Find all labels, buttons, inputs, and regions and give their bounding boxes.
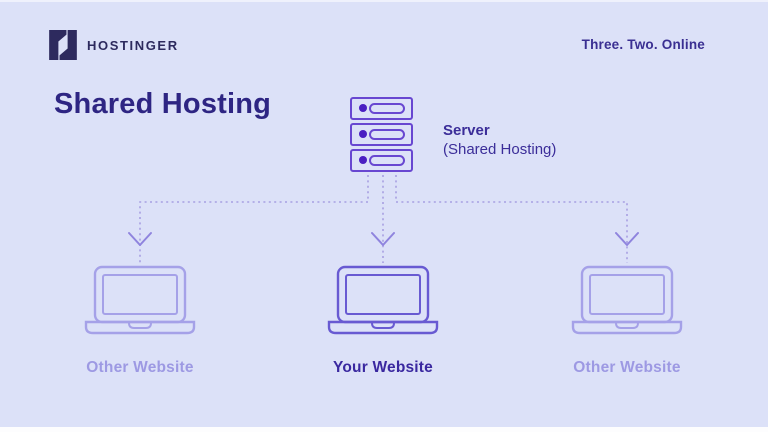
connector-right — [395, 175, 628, 263]
brand-name: HOSTINGER — [87, 37, 179, 53]
server-unit — [350, 97, 413, 120]
hostinger-h-icon — [49, 30, 77, 60]
arrow-down-icon — [371, 232, 395, 246]
server-drive-slot — [369, 129, 405, 140]
brand-tagline: Three. Two. Online — [581, 37, 705, 52]
node-label-other-left: Other Website — [86, 359, 194, 376]
laptop-icon-your-website — [327, 265, 439, 335]
server-unit — [350, 149, 413, 172]
laptop-icon-other-right — [571, 265, 683, 335]
laptop-icon-other-left — [84, 265, 196, 335]
server-led-dot — [359, 156, 367, 164]
server-led-dot — [359, 104, 367, 112]
arrow-down-icon — [615, 232, 639, 246]
dotted-connectors — [139, 175, 628, 263]
server-rack-icon — [350, 97, 413, 172]
server-label: Server — [443, 122, 490, 139]
connector-left — [139, 175, 369, 263]
server-drive-slot — [369, 103, 405, 114]
server-sublabel: (Shared Hosting) — [443, 141, 557, 158]
arrow-down-icon — [128, 232, 152, 246]
server-unit — [350, 123, 413, 146]
top-edge-strip — [0, 0, 768, 2]
server-led-dot — [359, 130, 367, 138]
server-caption: Server (Shared Hosting) — [443, 121, 556, 159]
hostinger-logo: HOSTINGER — [49, 30, 179, 60]
node-label-other-right: Other Website — [573, 359, 681, 376]
server-drive-slot — [369, 155, 405, 166]
page-title: Shared Hosting — [54, 88, 272, 120]
node-label-your-website: Your Website — [332, 359, 433, 376]
bottom-edge-strip — [0, 427, 768, 432]
